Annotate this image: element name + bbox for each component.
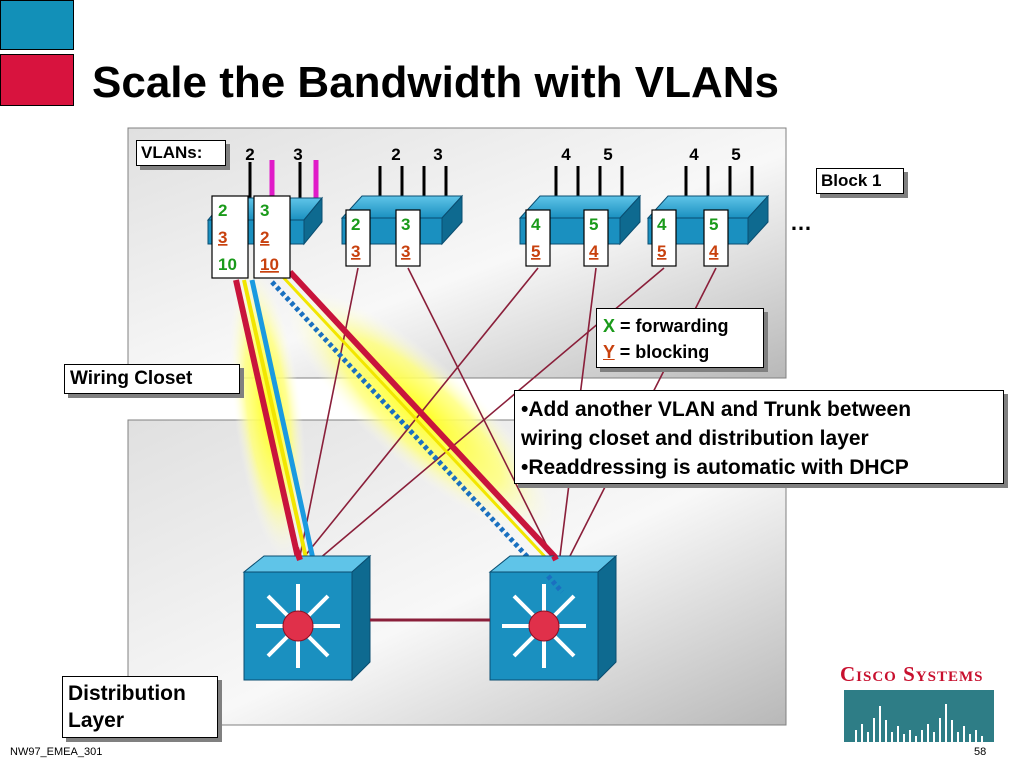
cisco-logo-text: Cisco Systems bbox=[840, 662, 984, 686]
svg-text:5: 5 bbox=[531, 242, 540, 261]
vlan-number: 4 bbox=[561, 145, 571, 164]
bullet-callout: •Add another VLAN and Trunk between wiri… bbox=[514, 390, 1004, 484]
svg-text:2: 2 bbox=[260, 228, 269, 247]
svg-text:3: 3 bbox=[401, 215, 410, 234]
vlan-number: 2 bbox=[391, 145, 400, 164]
cisco-logo: Cisco Systems bbox=[840, 662, 1000, 744]
vlan-number: 3 bbox=[433, 145, 442, 164]
svg-text:4: 4 bbox=[589, 242, 599, 261]
cisco-logo-bars bbox=[844, 690, 994, 742]
svg-text:3: 3 bbox=[218, 228, 227, 247]
slide-title: Scale the Bandwidth with VLANs bbox=[92, 58, 779, 107]
vlan-number: 2 bbox=[245, 145, 254, 164]
distribution-switch-left bbox=[242, 554, 372, 682]
legend-box: X = forwarding Y = blocking bbox=[596, 308, 764, 368]
port-tag: 5 4 bbox=[583, 209, 609, 267]
distribution-layer-label: Distribution Layer bbox=[62, 676, 218, 738]
vlan-number: 5 bbox=[603, 145, 612, 164]
bullet-line: wiring closet and distribution layer bbox=[521, 427, 869, 450]
footer-page-number: 58 bbox=[974, 746, 987, 758]
bullet-line: •Readdressing is automatic with DHCP bbox=[521, 456, 909, 479]
wiring-closet-label: Wiring Closet bbox=[64, 364, 240, 394]
accent-square-red bbox=[0, 54, 74, 106]
svg-text:2: 2 bbox=[218, 201, 227, 220]
svg-text:3: 3 bbox=[260, 201, 269, 220]
uplink-s2-left bbox=[299, 267, 359, 557]
svg-text:4: 4 bbox=[709, 242, 719, 261]
distribution-switch-right bbox=[488, 554, 618, 682]
svg-text:10: 10 bbox=[260, 255, 279, 274]
port-tag: 5 4 bbox=[703, 209, 729, 267]
svg-text:5: 5 bbox=[589, 215, 598, 234]
svg-text:5: 5 bbox=[657, 242, 666, 261]
bullet-line: •Add another VLAN and Trunk between bbox=[521, 398, 912, 421]
vlan-number: 3 bbox=[293, 145, 302, 164]
trunk-red-left bbox=[233, 279, 301, 559]
trunk-vlan10-blue bbox=[249, 279, 321, 583]
svg-text:4: 4 bbox=[531, 215, 541, 234]
port-tag: 3 2 10 bbox=[253, 195, 291, 279]
svg-text:3: 3 bbox=[401, 242, 410, 261]
port-tag: 2 3 bbox=[345, 209, 371, 267]
svg-text:4: 4 bbox=[657, 215, 667, 234]
port-tag: 2 3 10 bbox=[211, 195, 249, 279]
uplink-s2-right bbox=[407, 267, 553, 557]
accent-square-blue bbox=[0, 0, 74, 50]
more-blocks-ellipsis: … bbox=[790, 210, 812, 235]
trunk-red-right bbox=[287, 269, 559, 561]
svg-text:2: 2 bbox=[351, 215, 360, 234]
port-tag: 4 5 bbox=[525, 209, 551, 267]
port-tag: 3 3 bbox=[395, 209, 421, 267]
footer-course-code: NW97_EMEA_301 bbox=[10, 746, 103, 758]
vlan-number: 4 bbox=[689, 145, 699, 164]
svg-text:5: 5 bbox=[709, 215, 718, 234]
port-tag: 4 5 bbox=[651, 209, 677, 267]
block-label: Block 1 bbox=[816, 168, 904, 194]
svg-text:10: 10 bbox=[218, 255, 237, 274]
vlans-label: VLANs: bbox=[136, 140, 226, 166]
legend-forwarding: X = forwarding bbox=[603, 316, 729, 336]
vlan-number: 5 bbox=[731, 145, 740, 164]
svg-text:3: 3 bbox=[351, 242, 360, 261]
trunk-yellow bbox=[242, 279, 308, 559]
legend-blocking: Y = blocking bbox=[603, 342, 710, 362]
trunk-yellow-right bbox=[280, 274, 550, 562]
trunk-dotted bbox=[270, 280, 562, 594]
